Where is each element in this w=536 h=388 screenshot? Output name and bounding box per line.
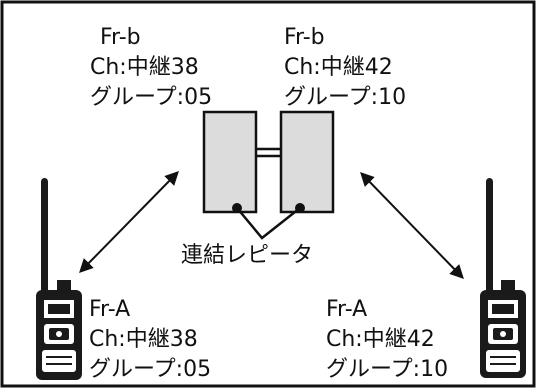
repeater-right-group: グループ:10 — [284, 85, 406, 110]
radio-left-freq: Fr-A — [89, 297, 130, 322]
radio-left-channel: Ch:中継38 — [89, 327, 198, 352]
caption-pointer — [232, 203, 305, 240]
arrow-right-radio-to-repeater — [360, 171, 464, 280]
repeater-left-channel: Ch:中継38 — [90, 55, 199, 80]
radio-right-channel: Ch:中継42 — [326, 327, 435, 352]
repeater-right-channel: Ch:中継42 — [284, 55, 393, 80]
repeater-caption: 連結レピータ — [181, 243, 313, 268]
repeater-link-cable — [256, 147, 281, 158]
radio-right-freq: Fr-A — [326, 297, 367, 322]
repeater-right-freq: Fr-b — [284, 25, 325, 50]
radio-left-icon — [36, 178, 82, 380]
radio-right-icon — [480, 178, 526, 378]
connector-dot-left — [232, 203, 242, 213]
repeater-left-group: グループ:05 — [90, 85, 212, 110]
repeater-left-freq: Fr-b — [100, 25, 141, 50]
radio-left-group: グループ:05 — [89, 357, 211, 382]
radio-right-group: グループ:10 — [326, 357, 448, 382]
repeater-left — [202, 110, 258, 214]
repeater-right — [279, 110, 335, 214]
connector-dot-right — [295, 203, 305, 213]
arrow-left-radio-to-repeater — [79, 170, 179, 274]
